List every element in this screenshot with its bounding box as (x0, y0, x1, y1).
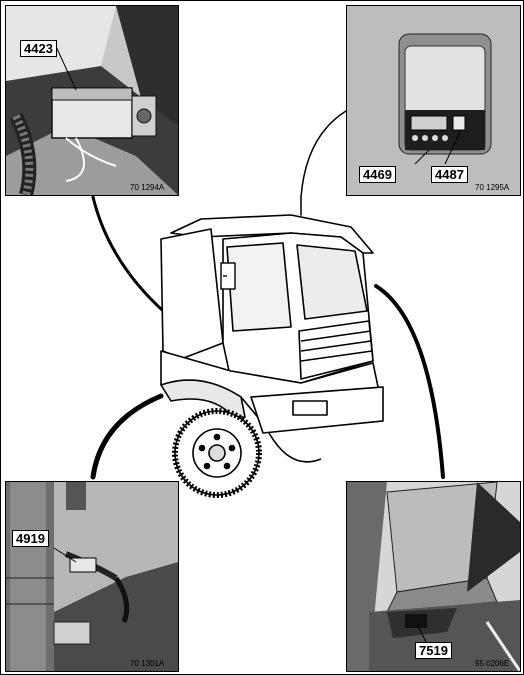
seat-icon (347, 482, 520, 671)
photo-ref-bottom-right: 95 0206E (475, 659, 510, 668)
photo-ref-top-left: 70 1294A (130, 183, 165, 192)
control-panel-icon (347, 6, 520, 195)
callout-7519: 7519 (415, 642, 452, 659)
callout-4487: 4487 (431, 166, 468, 183)
callout-4919: 4919 (12, 530, 49, 547)
callout-4469: 4469 (359, 166, 396, 183)
callout-4423: 4423 (20, 40, 57, 57)
photo-heater-unit: 4423 70 1294A (5, 5, 179, 196)
heater-unit-icon (6, 6, 178, 195)
photo-fuel-pump: 4919 70 1301A (5, 481, 179, 672)
photo-control-panel: 4469 4487 70 1295A (346, 5, 521, 196)
fuel-pump-icon (6, 482, 178, 671)
photo-ref-bottom-left: 70 1301A (130, 659, 165, 668)
photo-seat-area: 7519 95 0206E (346, 481, 521, 672)
photo-ref-top-right: 70 1295A (475, 183, 510, 192)
